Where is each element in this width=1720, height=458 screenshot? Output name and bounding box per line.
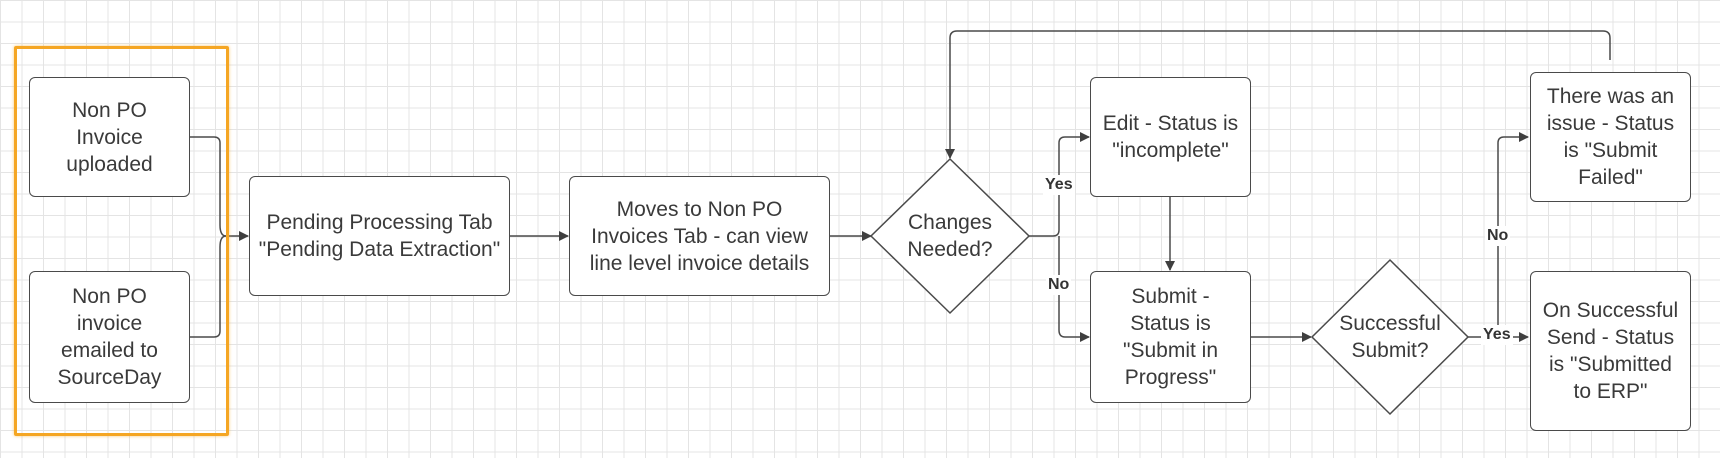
connector-issue-loop-back	[945, 30, 1611, 159]
edge-label-changes-no: No	[1046, 275, 1072, 295]
node-non-po-invoice-uploaded[interactable]: Non PO Invoice uploaded	[29, 77, 190, 197]
node-label: Non PO Invoice uploaded	[66, 98, 153, 176]
node-non-po-invoice-emailed[interactable]: Non PO invoice emailed to SourceDay	[29, 271, 190, 403]
decision-diamond-changes	[869, 157, 1031, 315]
node-submitted-to-erp[interactable]: On Successful Send - Status is "Submitte…	[1530, 271, 1691, 431]
decision-successful-submit[interactable]: Successful Submit?	[1327, 297, 1453, 377]
connector-changes-no-to-submit	[1058, 236, 1090, 342]
decision-diamond-successful	[1310, 258, 1470, 416]
node-label: Edit - Status is "incomplete"	[1102, 112, 1239, 162]
node-label: On Successful Send - Status is "Submitte…	[1542, 299, 1679, 403]
node-label: Submit - Status is "Submit in Progress"	[1123, 285, 1218, 389]
node-submit-in-progress[interactable]: Submit - Status is "Submit in Progress"	[1090, 271, 1251, 403]
node-label: Moves to Non PO Invoices Tab - can view …	[589, 197, 810, 275]
node-edit-status-incomplete[interactable]: Edit - Status is "incomplete"	[1090, 77, 1251, 197]
connector-uploaded-to-pending	[190, 136, 249, 241]
decision-label: Changes Needed?	[907, 211, 993, 261]
connector-successful-no-to-issue	[1497, 132, 1529, 337]
node-moves-to-invoices-tab[interactable]: Moves to Non PO Invoices Tab - can view …	[569, 176, 830, 296]
connector-emailed-to-pending	[190, 235, 227, 338]
selection-frame[interactable]	[14, 46, 229, 436]
node-label: Non PO invoice emailed to SourceDay	[57, 285, 162, 389]
node-label: Pending Processing Tab "Pending Data Ext…	[258, 211, 501, 261]
decision-label: Successful Submit?	[1339, 312, 1441, 362]
decision-changes-needed[interactable]: Changes Needed?	[886, 196, 1014, 276]
node-submit-failed[interactable]: There was an issue - Status is "Submit F…	[1530, 72, 1691, 202]
edge-label-changes-yes: Yes	[1043, 175, 1075, 195]
node-pending-processing-tab[interactable]: Pending Processing Tab "Pending Data Ext…	[249, 176, 510, 296]
node-label: There was an issue - Status is "Submit F…	[1546, 85, 1675, 189]
edge-label-success-yes: Yes	[1481, 325, 1513, 345]
edge-label-success-no: No	[1485, 226, 1511, 246]
